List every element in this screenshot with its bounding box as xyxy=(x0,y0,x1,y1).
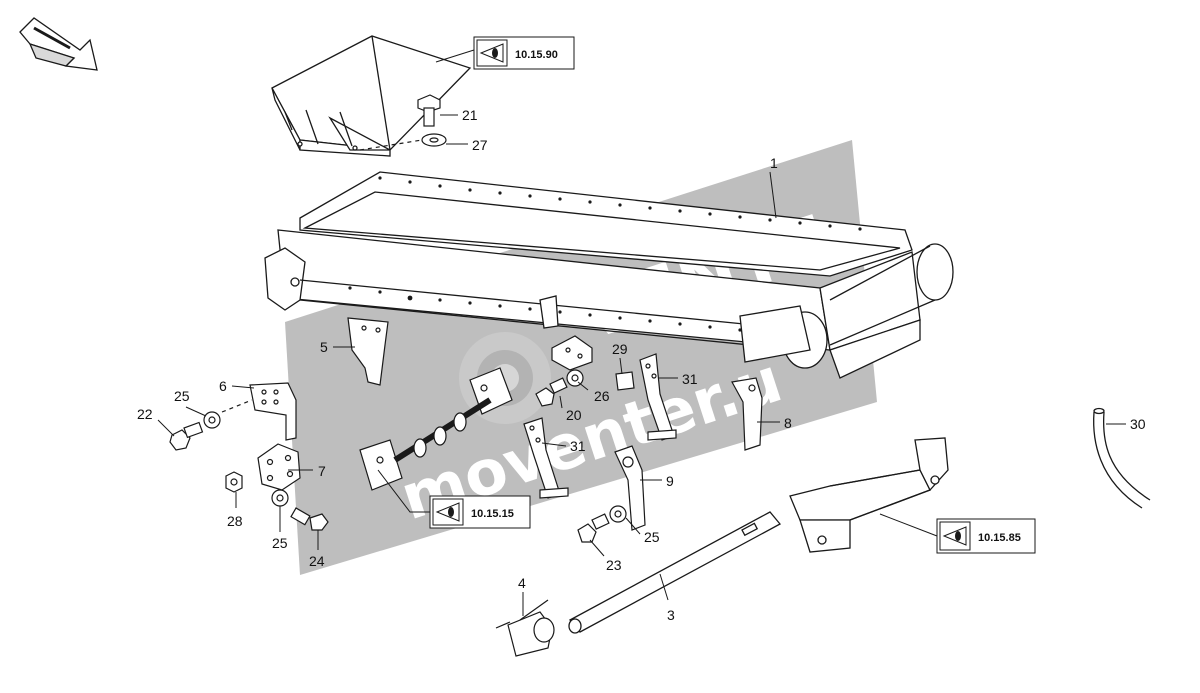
tube-3-part xyxy=(568,511,782,634)
drawbar-assembly-part xyxy=(789,437,949,553)
callout-31a: 31 xyxy=(682,371,698,387)
washer-26-part xyxy=(566,369,584,387)
callout-27: 27 xyxy=(472,137,488,153)
callout-30: 30 xyxy=(1130,416,1146,432)
hopper-part xyxy=(271,35,472,157)
hose-30-part xyxy=(1093,407,1151,509)
nut-28-part xyxy=(225,471,243,493)
callout-24: 24 xyxy=(309,553,325,569)
callout-6: 6 xyxy=(219,378,227,394)
callout-25c: 25 xyxy=(644,529,660,545)
callout-22: 22 xyxy=(137,406,153,422)
callout-23: 23 xyxy=(606,557,622,573)
bracket-9-part xyxy=(614,445,646,531)
bolt-22-part xyxy=(169,421,204,451)
washer-27-part xyxy=(359,133,447,151)
callout-4: 4 xyxy=(518,575,526,591)
callout-9: 9 xyxy=(666,473,674,489)
orientation-arrow-icon xyxy=(19,17,98,71)
bracket-6-part xyxy=(221,382,297,441)
reference-box-10-15-90[interactable]: 10.15.90 xyxy=(435,36,575,70)
bolt-24-part xyxy=(290,507,329,531)
leader-lines xyxy=(157,114,1126,616)
bolt-21-part xyxy=(417,94,441,127)
reference-label: 10.15.85 xyxy=(978,532,1021,544)
plate-upper-part xyxy=(551,335,593,371)
callout-21: 21 xyxy=(462,107,478,123)
reference-box-10-15-15[interactable]: 10.15.15 xyxy=(377,469,531,529)
callout-3: 3 xyxy=(667,607,675,623)
callout-26: 26 xyxy=(594,388,610,404)
bracket-8-part xyxy=(731,377,763,451)
callout-1: 1 xyxy=(770,155,778,171)
callout-5: 5 xyxy=(320,339,328,355)
callout-25a: 25 xyxy=(174,388,190,404)
callout-7: 7 xyxy=(318,463,326,479)
callout-8: 8 xyxy=(784,415,792,431)
reference-label: 10.15.90 xyxy=(515,49,558,61)
callout-31b: 31 xyxy=(570,438,586,454)
reference-box-10-15-85[interactable]: 10.15.85 xyxy=(879,513,1036,554)
washer-25b-part xyxy=(271,489,289,507)
conveyor-frame-part xyxy=(264,171,954,379)
bolt-23-part xyxy=(577,513,610,543)
callout-28: 28 xyxy=(227,513,243,529)
plate-29-part xyxy=(615,371,635,391)
support-31a-part xyxy=(639,353,677,441)
support-31b-part xyxy=(523,417,569,499)
bolt-20-part xyxy=(535,377,568,407)
callout-labels: 1 3 4 5 6 7 8 9 20 21 22 23 24 25 25 25 … xyxy=(137,107,1146,623)
hitch-4-part xyxy=(495,599,555,657)
auger-shaft-part xyxy=(359,367,513,491)
bracket-5-part xyxy=(347,317,389,386)
washer-25c-part xyxy=(609,505,627,523)
bracket-7-part xyxy=(257,443,301,491)
washer-25a-part xyxy=(203,411,221,429)
callout-20: 20 xyxy=(566,407,582,423)
callout-25b: 25 xyxy=(272,535,288,551)
callout-29: 29 xyxy=(612,341,628,357)
reference-label: 10.15.15 xyxy=(471,508,514,520)
